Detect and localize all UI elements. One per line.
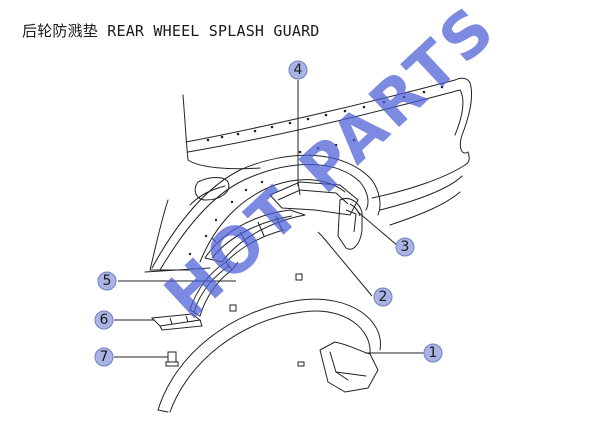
lower-bracket [150, 313, 203, 331]
callout-number: 6 [100, 312, 109, 328]
car-body-outline [144, 77, 473, 273]
wheel-arch-flare [157, 298, 381, 413]
watermark: HOT PARTS [150, 0, 510, 333]
callout-number: 3 [401, 239, 410, 255]
leader-2 [321, 235, 373, 297]
callout-number: 4 [294, 62, 303, 78]
leader-lines [114, 80, 426, 358]
callout-6: 6 [94, 310, 114, 330]
page-title: 后轮防溅垫 REAR WHEEL SPLASH GUARD [22, 22, 320, 40]
leader-3 [357, 211, 399, 247]
callout-3: 3 [395, 237, 415, 257]
callout-number: 1 [429, 345, 438, 361]
callout-7: 7 [94, 347, 114, 367]
mud-flap-bracket [337, 198, 363, 250]
liner-strip [189, 261, 239, 317]
inner-splash-liner [204, 209, 306, 263]
callout-5: 5 [97, 271, 117, 291]
callout-number: 2 [379, 289, 388, 305]
watermark-text: HOT PARTS [150, 0, 510, 333]
loose-fasteners [211, 231, 323, 367]
callout-number: 7 [100, 349, 109, 365]
clip [165, 351, 179, 367]
callout-2: 2 [373, 287, 393, 307]
callout-4: 4 [288, 60, 308, 80]
callout-number: 5 [103, 273, 112, 289]
callout-1: 1 [423, 343, 443, 363]
body-rivets [188, 85, 444, 256]
